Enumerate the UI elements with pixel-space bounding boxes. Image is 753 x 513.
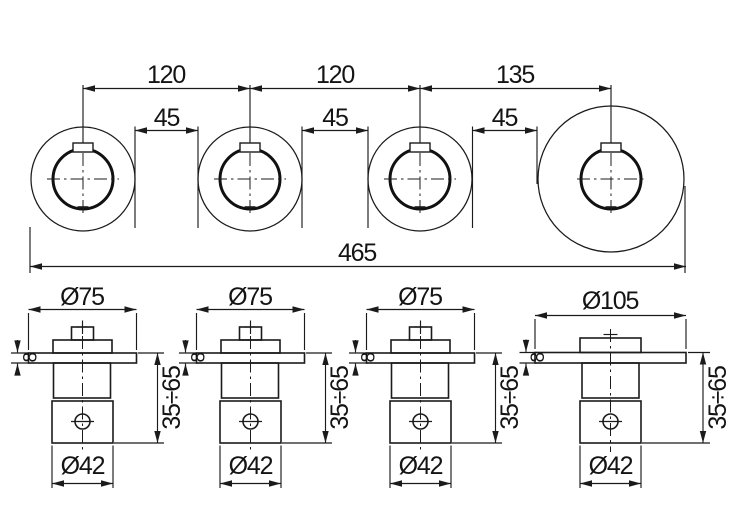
handle-tab-2 bbox=[239, 142, 261, 153]
valve-knob-top-1 bbox=[30, 126, 136, 232]
dim-label-thickness-3: 8 bbox=[359, 352, 380, 362]
valve-side-view-1: Ø75 8 35÷65 Ø42 bbox=[11, 283, 186, 488]
dim-label-depth-4: 35÷65 bbox=[704, 366, 732, 430]
dim-label-45-1: 45 bbox=[154, 104, 180, 132]
dim-label-body-2: Ø42 bbox=[229, 452, 273, 480]
dim-label-escutcheon-2: Ø75 bbox=[228, 283, 272, 311]
top-view: 120 120 135 45 45 45 bbox=[29, 61, 686, 273]
dim-label-depth-3: 35÷65 bbox=[496, 366, 524, 430]
dim-label-escutcheon-1: Ø75 bbox=[60, 283, 104, 311]
valve-knob-top-4 bbox=[537, 105, 685, 253]
dim-center-distances: 120 120 135 bbox=[82, 61, 612, 143]
dim-label-body-4: Ø42 bbox=[589, 452, 633, 480]
dim-label-135: 135 bbox=[496, 61, 534, 89]
valve-side-view-3: Ø75 8 35÷65 Ø42 bbox=[349, 283, 524, 488]
dim-label-thickness-2: 8 bbox=[189, 352, 210, 362]
dim-label-body-1: Ø42 bbox=[61, 452, 105, 480]
dim-label-body-3: Ø42 bbox=[399, 452, 443, 480]
valve-side-view-2: Ø75 8 35÷65 Ø42 bbox=[179, 283, 354, 488]
escutcheon-circle-3 bbox=[367, 126, 473, 232]
escutcheon-circle-2 bbox=[197, 126, 303, 232]
dim-label-depth-1: 35÷65 bbox=[158, 366, 186, 430]
dim-label-120-2: 120 bbox=[316, 61, 354, 89]
dim-label-45-3: 45 bbox=[492, 104, 518, 132]
handle-tab-3 bbox=[409, 142, 431, 153]
dim-label-escutcheon-4: Ø105 bbox=[582, 287, 639, 315]
escutcheon-circle-1 bbox=[30, 126, 136, 232]
valve-knob-top-3 bbox=[367, 126, 473, 232]
valve-knob-top-2 bbox=[197, 126, 303, 232]
dim-overall-width: 465 bbox=[29, 186, 686, 273]
dim-label-escutcheon-3: Ø75 bbox=[398, 283, 442, 311]
handle-tab-1 bbox=[72, 142, 94, 153]
dim-label-depth-2: 35÷65 bbox=[326, 366, 354, 430]
escutcheon-circle-4 bbox=[537, 105, 685, 253]
dim-label-45-2: 45 bbox=[322, 104, 348, 132]
dim-label-120-1: 120 bbox=[147, 61, 185, 89]
valve-side-view-4: Ø105 8 35÷65 Ø42 bbox=[519, 287, 732, 488]
side-view: Ø75 8 35÷65 Ø42 bbox=[11, 283, 732, 488]
handle-tab-4 bbox=[600, 142, 622, 153]
dim-label-465: 465 bbox=[338, 239, 376, 267]
dim-edge-gaps: 45 45 45 bbox=[134, 104, 538, 228]
dim-label-thickness-1: 8 bbox=[21, 352, 42, 362]
dim-label-thickness-4: 8 bbox=[528, 352, 549, 362]
